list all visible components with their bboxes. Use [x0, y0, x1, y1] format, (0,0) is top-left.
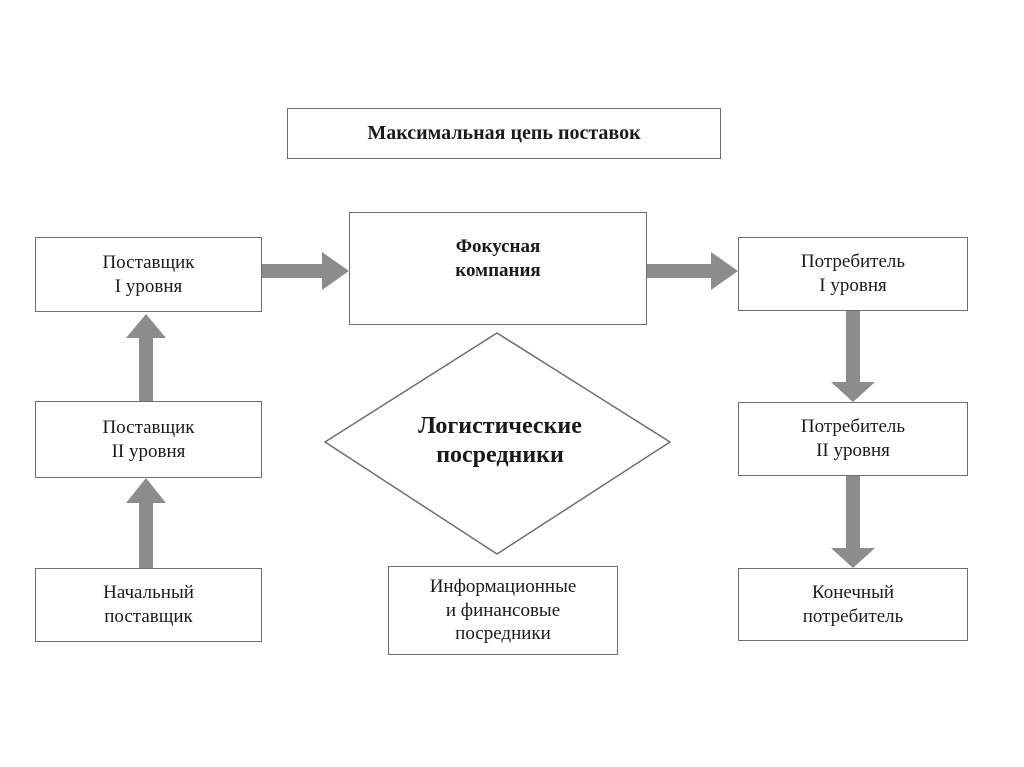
logistics-line1: Логистические	[418, 413, 582, 439]
arrow-consumer1-to-consumer2	[831, 311, 875, 402]
supplier-tier2-box: Поставщик II уровня	[35, 401, 262, 478]
focus-company-line2: компания	[455, 259, 541, 281]
arrow-supplier1-to-focus	[262, 252, 349, 290]
supplier-tier2-line2: II уровня	[111, 440, 186, 462]
supplier-tier1-line2: I уровня	[114, 275, 183, 297]
consumer-tier1-line1: Потребитель	[800, 251, 906, 273]
diagram-title-box: Максимальная цепь поставок	[287, 108, 721, 159]
supplier-tier1-box: Поставщик I уровня	[35, 237, 262, 312]
info-fin-line2: и финансовые	[445, 599, 561, 621]
initial-supplier-line2: поставщик	[104, 606, 193, 627]
arrow-initial-to-supplier2	[126, 478, 166, 568]
final-consumer-line2: потребитель	[802, 605, 904, 627]
consumer-tier2-line1: Потребитель	[800, 416, 906, 438]
supplier-tier2-line1: Поставщик	[102, 416, 195, 438]
info-financial-intermediaries-box: Информационные и финансовые посредники	[388, 566, 618, 655]
arrow-consumer2-to-final	[831, 476, 875, 568]
supplier-tier1-line1: Поставщик	[102, 251, 195, 273]
final-consumer-box: Конечный потребитель	[738, 568, 968, 641]
initial-supplier-box: Начальный поставщик	[35, 568, 262, 642]
info-fin-line1: Информационные	[429, 575, 577, 597]
final-consumer-line1: Конечный	[811, 581, 894, 603]
logistics-line2: посредники	[436, 441, 564, 468]
info-fin-line3: посредники	[455, 623, 551, 645]
focus-company-line1: Фокусная	[455, 236, 541, 257]
focus-company-box: Фокусная компания	[349, 212, 647, 325]
consumer-tier1-line2: I уровня	[819, 275, 887, 296]
arrow-supplier2-to-supplier1	[126, 314, 166, 401]
diagram-title: Максимальная цепь поставок	[367, 122, 641, 144]
initial-supplier-line1: Начальный	[103, 582, 194, 604]
arrow-focus-to-consumer1	[647, 252, 738, 290]
consumer-tier1-box: Потребитель I уровня	[738, 237, 968, 311]
consumer-tier2-box: Потребитель II уровня	[738, 402, 968, 476]
logistics-diamond	[323, 332, 672, 555]
consumer-tier2-line2: II уровня	[816, 440, 890, 461]
logistics-intermediaries-label: Логистические посредники	[330, 412, 670, 470]
